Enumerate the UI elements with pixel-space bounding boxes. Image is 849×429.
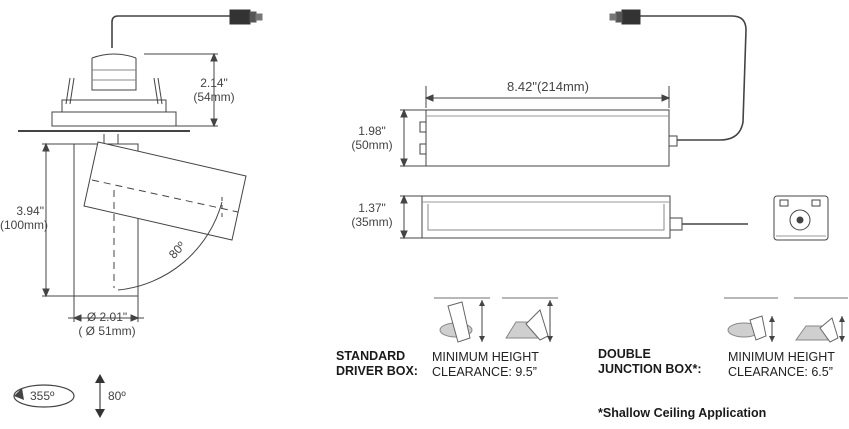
standard-clearance-line2: CLEARANCE: 9.5” (432, 365, 537, 379)
shallow-ceiling-footnote: *Shallow Ceiling Application (598, 406, 767, 420)
housing-height-dim: 2.14" (54mm) (186, 76, 242, 104)
double-clearance-text: MINIMUM HEIGHT CLEARANCE: 6.5” (728, 350, 835, 380)
double-clearance-line1: MINIMUM HEIGHT (728, 350, 835, 364)
diameter-dim: Ø 2.01" ( Ø 51mm) (70, 310, 144, 338)
standard-driver-box-label: STANDARD DRIVER BOX: (336, 349, 418, 379)
standard-label-line2: DRIVER BOX: (336, 364, 418, 378)
diameter-mm: ( Ø 51mm) (78, 324, 136, 338)
driver-height-top-dim: 1.98" (50mm) (344, 124, 400, 152)
housing-height-mm: (54mm) (193, 90, 235, 104)
standard-label-line1: STANDARD (336, 349, 406, 363)
driver-height-top-mm: (50mm) (351, 138, 393, 152)
clearance-icons (434, 297, 848, 343)
double-clearance-line2: CLEARANCE: 6.5” (728, 365, 833, 379)
tilt-range-label: 80º (108, 389, 126, 403)
driver-side-view (400, 194, 748, 240)
double-label-line1: DOUBLE (598, 347, 651, 361)
rotation-icons (13, 374, 105, 418)
trim-height-mm: (100mm) (0, 218, 49, 232)
driver-height-side-inches: 1.37" (358, 201, 386, 215)
housing-height-inches: 2.14" (200, 76, 228, 90)
driver-height-side-dim: 1.37" (35mm) (344, 201, 400, 229)
junction-box (773, 195, 829, 241)
rotation-angle-label: 355º (30, 389, 55, 403)
driver-length-label: 8.42"(214mm) (507, 79, 589, 94)
driver-height-side-mm: (35mm) (351, 215, 393, 229)
driver-top-view (400, 9, 747, 168)
downlight-drawing (18, 9, 263, 322)
standard-clearance-line1: MINIMUM HEIGHT (432, 350, 539, 364)
diameter-inches: Ø 2.01" (86, 310, 128, 324)
double-label-line2: JUNCTION BOX*: (598, 362, 702, 376)
standard-clearance-text: MINIMUM HEIGHT CLEARANCE: 9.5” (432, 350, 539, 380)
double-junction-box-label: DOUBLE JUNCTION BOX*: (598, 347, 701, 377)
driver-height-top-inches: 1.98" (358, 124, 386, 138)
trim-height-dim: 3.94" (100mm) (0, 204, 49, 232)
trim-height-inches: 3.94" (16, 204, 44, 218)
